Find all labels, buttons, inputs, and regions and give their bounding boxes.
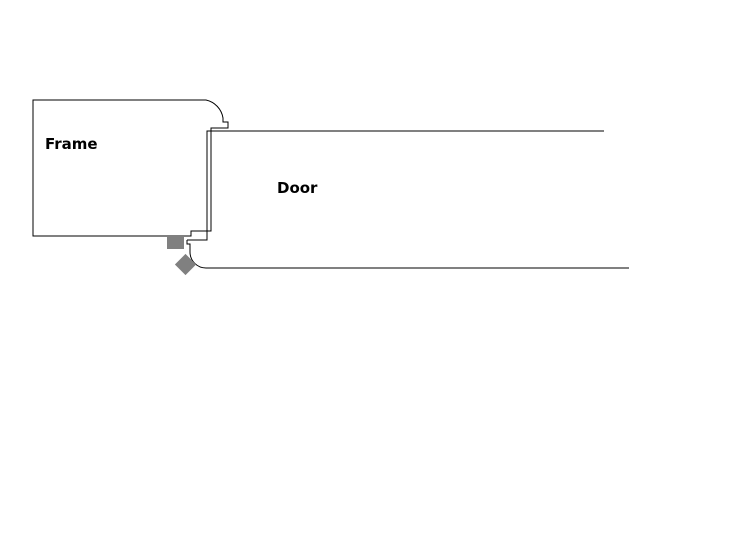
door-label: Door xyxy=(277,179,318,197)
hinge-square xyxy=(167,236,184,249)
door-rebate-line xyxy=(187,130,228,241)
frame-outline xyxy=(32,99,229,237)
door-bottom-edge xyxy=(186,240,629,269)
frame-label: Frame xyxy=(45,135,98,153)
hinge-diamond xyxy=(174,253,197,276)
